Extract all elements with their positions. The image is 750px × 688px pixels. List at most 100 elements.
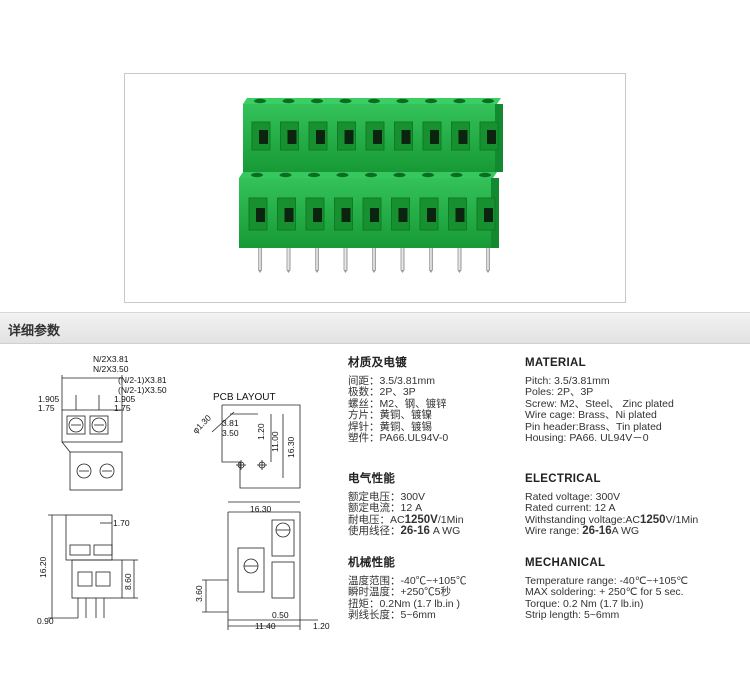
screw-hole bbox=[393, 172, 406, 178]
screw-hole bbox=[479, 172, 491, 178]
screw-hole bbox=[251, 172, 263, 178]
cn-mechanical-row: 剥线长度：5~6mm bbox=[348, 609, 436, 621]
wire-entry bbox=[341, 208, 351, 222]
en-electrical-row: Withstanding voltage:AC1250V/1Min bbox=[525, 513, 699, 527]
cn-mechanical-block: 机械性能 温度范围：-40℃~+105℃ 瞬时温度：+250℃5秒 扭矩：0.2… bbox=[348, 557, 467, 622]
en-mechanical-title: MECHANICAL bbox=[525, 557, 606, 569]
dim-1905b: 1.905 bbox=[114, 394, 136, 404]
cn-withstand-unit: /1Min bbox=[437, 513, 464, 526]
cn-mechanical-row: 瞬时温度：+250℃5秒 bbox=[348, 586, 451, 598]
section-bar: 详细参数 bbox=[0, 312, 750, 344]
en-withstand-label: Withstanding voltage:AC bbox=[525, 513, 640, 526]
cn-electrical-row: 耐电压：AC1250V/1Min bbox=[348, 513, 464, 527]
en-wire-unit: A WG bbox=[611, 525, 640, 537]
screw-hole bbox=[422, 172, 434, 178]
screw-hole bbox=[453, 98, 466, 104]
wire-entry bbox=[430, 130, 439, 144]
solder-pin bbox=[457, 248, 462, 270]
dim-n21x381: (N/2-1)X3.81 bbox=[118, 375, 167, 385]
dim-p381: 3.81 bbox=[222, 418, 239, 428]
en-material-row: Housing: PA66. UL94V－0 bbox=[525, 432, 649, 444]
dim-n2x381: N/2X3.81 bbox=[93, 354, 129, 364]
en-material-row: Pin header:Brass、Tin plated bbox=[525, 420, 662, 433]
en-electrical-row: Rated current: 12 A bbox=[525, 502, 616, 514]
cn-mechanical-row: 温度范围：-40℃~+105℃ bbox=[348, 574, 467, 587]
en-material-row: Poles: 2P、3P bbox=[525, 386, 594, 398]
en-wire-label: Wire range: bbox=[525, 525, 583, 537]
dim-f1140: 11.40 bbox=[255, 621, 276, 631]
pin-tip bbox=[457, 270, 462, 273]
en-mechanical-row: Temperature range: -40℃~+105℃ bbox=[525, 574, 689, 587]
dim-n21x350: (N/2-1)X3.50 bbox=[118, 385, 167, 395]
screw-hole bbox=[482, 98, 494, 104]
wire-entry bbox=[458, 130, 468, 144]
cn-electrical-title: 电气性能 bbox=[348, 473, 396, 485]
cn-material-row: 螺丝：M2、钢、镀锌 bbox=[348, 397, 447, 410]
cn-electrical-row: 额定电压：300V bbox=[348, 490, 426, 503]
terminal-block-image bbox=[239, 98, 503, 273]
dim-1905a: 1.905 bbox=[38, 394, 60, 404]
wire-entry bbox=[259, 130, 268, 144]
wire-entry bbox=[316, 130, 325, 144]
en-mechanical-row: MAX soldering: + 250℃ for 5 sec. bbox=[525, 586, 684, 598]
dim-n2x350: N/2X3.50 bbox=[93, 364, 129, 374]
wire-entry bbox=[398, 208, 408, 222]
en-wire-value: 26-16 bbox=[582, 525, 612, 537]
screw-hole bbox=[311, 98, 323, 104]
screw-hole bbox=[450, 172, 463, 178]
solder-pin bbox=[343, 248, 348, 270]
dim-f1630: 16.30 bbox=[250, 504, 272, 514]
wire-entry bbox=[287, 130, 297, 144]
cn-wire-value: 26-16 bbox=[400, 525, 430, 537]
screw-hole bbox=[368, 98, 380, 104]
dim-p1100: 11.00 bbox=[270, 431, 280, 452]
en-mechanical-row: Strip length: 5~6mm bbox=[525, 609, 620, 621]
cn-material-row: 焊针：黄铜、镀锡 bbox=[348, 420, 432, 433]
pin-tip bbox=[258, 270, 262, 273]
screw-hole bbox=[396, 98, 409, 104]
solder-pin bbox=[315, 248, 319, 270]
dim-f360: 3.60 bbox=[194, 585, 204, 602]
cn-material-row: 极数：2P、3P bbox=[348, 386, 416, 398]
technical-drawings: N/2X3.81 N/2X3.50 (N/2-1)X3.81 (N/2-1)X3… bbox=[37, 354, 330, 631]
pin-tip bbox=[400, 270, 405, 273]
wire-entry bbox=[313, 208, 322, 222]
en-mechanical-block: MECHANICAL Temperature range: -40℃~+105℃… bbox=[525, 557, 689, 622]
pin-tip bbox=[429, 270, 433, 273]
en-electrical-row: Wire range: 26-16A WG bbox=[525, 525, 698, 538]
en-withstand-unit: V/1Min bbox=[665, 513, 699, 526]
wire-entry bbox=[256, 208, 265, 222]
en-material-title: MATERIAL bbox=[525, 357, 586, 369]
wire-entry bbox=[370, 208, 379, 222]
wire-entry bbox=[487, 130, 496, 144]
wire-entry bbox=[455, 208, 465, 222]
dim-f120: 1.20 bbox=[313, 621, 330, 631]
screw-hole bbox=[365, 172, 377, 178]
pin-tip bbox=[343, 270, 348, 273]
en-material-block: MATERIAL Pitch: 3.5/3.81mm Poles: 2P、3P … bbox=[525, 357, 674, 445]
screw-hole bbox=[336, 172, 349, 178]
en-material-row: Pitch: 3.5/3.81mm bbox=[525, 374, 610, 387]
solder-pin bbox=[286, 248, 291, 270]
screw-hole bbox=[279, 172, 292, 178]
dim-s090: 0.90 bbox=[37, 616, 54, 626]
en-electrical-block: ELECTRICAL Rated voltage: 300V Rated cur… bbox=[525, 473, 699, 538]
wire-entry bbox=[401, 130, 411, 144]
dim-175b: 1.75 bbox=[114, 403, 131, 413]
cn-electrical-row: 额定电流：12 A bbox=[348, 502, 423, 514]
cn-mechanical-title: 机械性能 bbox=[348, 557, 396, 569]
cn-material-title: 材质及电镀 bbox=[348, 357, 407, 369]
dim-p1630: 16.30 bbox=[286, 436, 296, 458]
cn-mechanical-row: 扭矩：0.2Nm (1.7 lb.in ) bbox=[348, 597, 461, 610]
cn-withstand-value: 1250V bbox=[404, 513, 438, 526]
solder-pin bbox=[258, 248, 262, 270]
pin-tip bbox=[486, 270, 490, 273]
wire-entry bbox=[373, 130, 382, 144]
cn-electrical-row: 使用线径：26-16 A WG bbox=[348, 525, 464, 538]
dim-175a: 1.75 bbox=[38, 403, 55, 413]
section-title: 详细参数 bbox=[8, 323, 61, 338]
en-mechanical-row: Torque: 0.2 Nm (1.7 lb.in) bbox=[525, 597, 644, 610]
pin-tip bbox=[372, 270, 376, 273]
en-withstand-value: 1250 bbox=[639, 513, 666, 526]
dim-phi130: φ1.30 bbox=[190, 413, 213, 436]
